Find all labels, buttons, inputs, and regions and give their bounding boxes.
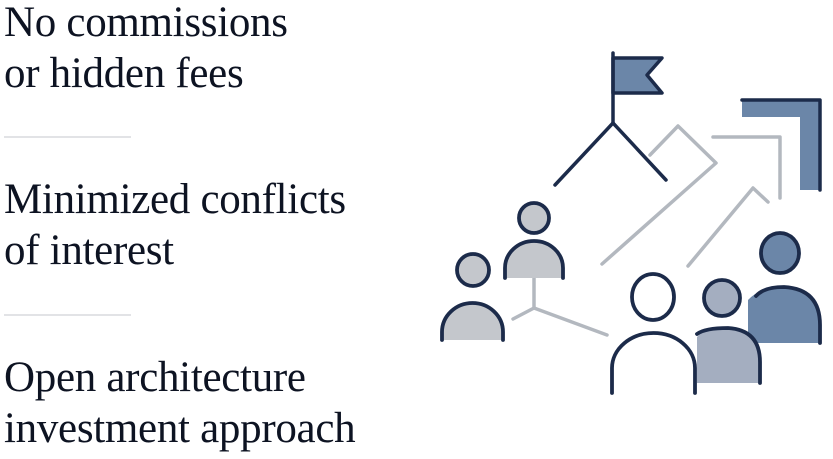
feature-open-architecture: Open architecture investment approach [4, 352, 356, 454]
feature-line: No commissions [4, 0, 288, 46]
divider [4, 136, 131, 138]
feature-line: Minimized conflicts [4, 176, 346, 223]
person-icon [695, 278, 762, 385]
corner-arrow-icon [740, 98, 822, 192]
flag-icon [553, 51, 668, 187]
divider [4, 314, 131, 316]
feature-line: Open architecture [4, 354, 306, 401]
feature-line: or hidden fees [4, 50, 244, 97]
feature-minimized-conflicts: Minimized conflicts of interest [4, 174, 346, 276]
person-icon [440, 252, 505, 342]
growth-lines-icon [511, 124, 782, 337]
feature-line: of interest [4, 227, 174, 274]
person-icon [503, 201, 565, 280]
person-icon [610, 272, 697, 395]
feature-line: investment approach [4, 405, 356, 452]
feature-no-commissions: No commissions or hidden fees [4, 0, 288, 99]
person-icon [748, 231, 822, 345]
